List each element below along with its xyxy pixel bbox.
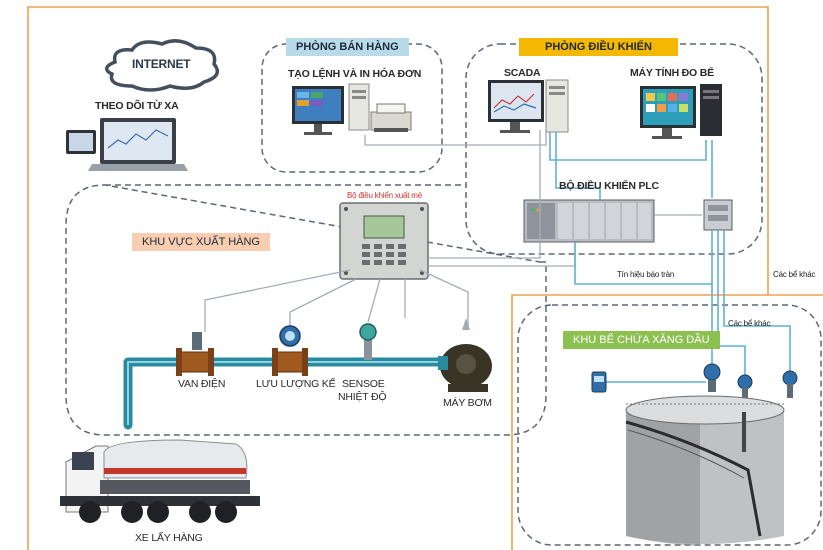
- tank-pc-tower-icon: [700, 84, 722, 136]
- pump-wire-arrow: [462, 318, 470, 330]
- tablet-icon: [66, 130, 96, 154]
- plc-rack-icon: [523, 199, 655, 243]
- tank-gauge-left-icon: [591, 371, 607, 393]
- sales-tower-icon: [348, 83, 370, 131]
- plc-label: BỘ ĐIỀU KHIỂN PLC: [559, 180, 659, 192]
- sales-station-label: TẠO LỆNH VÀ IN HÓA ĐƠN: [288, 68, 422, 80]
- sales-monitor-icon: [292, 86, 344, 135]
- printer-icon: [370, 103, 412, 132]
- pump-icon: [438, 344, 492, 392]
- pipe-highlight: [127, 361, 445, 425]
- flow-meter-icon: [272, 325, 308, 376]
- tank-area-banner: KHU BỂ CHỨA XĂNG DẦU: [563, 331, 720, 349]
- radar-gauge-icon: [703, 363, 721, 392]
- laptop-icon: [88, 118, 188, 171]
- tanker-truck-icon: [60, 439, 260, 523]
- overflow-switch-icon: [782, 370, 798, 398]
- sales-room-banner: PHÒNG BÁN HÀNG: [286, 38, 409, 56]
- internet-cloud-icon: [105, 39, 220, 92]
- tank-pc-label: MÁY TÍNH ĐO BỂ: [630, 67, 714, 79]
- orange-frame: [27, 6, 823, 550]
- valve-label: VAN ĐIỆN: [178, 378, 226, 390]
- flowmeter-label: LƯU LƯỢNG KẾ: [256, 378, 336, 390]
- internet-label: INTERNET: [132, 57, 191, 71]
- tank-pc-monitor-icon: [640, 86, 696, 139]
- storage-tank-icon: [625, 395, 785, 546]
- dispatch-area-region: [65, 184, 547, 436]
- tank-area-region: [517, 304, 822, 546]
- batch-controller-icon: [339, 202, 429, 280]
- pump-label: MÁY BƠM: [443, 397, 492, 409]
- scada-label: SCADA: [504, 67, 541, 79]
- sensor-label-line2: NHIỆT ĐỘ: [338, 391, 387, 403]
- overflow-signal-label: Tín hiệu báo tràn: [617, 270, 675, 279]
- junction-box-icon: [703, 199, 733, 231]
- dispatch-area-banner: KHU VỰC XUẤT HÀNG: [132, 233, 270, 251]
- truck-label: XE LẤY HÀNG: [135, 532, 203, 544]
- control-room-banner: PHÒNG ĐIỀU KHIỂN: [519, 38, 678, 56]
- other-tanks-label-2: Các bể khác: [728, 319, 771, 328]
- batch-controller-label: Bộ điều khiển xuất mẻ: [347, 191, 422, 200]
- other-tanks-label-1: Các bể khác: [773, 270, 816, 279]
- electric-valve-icon: [176, 332, 214, 376]
- scada-monitor-icon: [488, 80, 544, 133]
- scada-tower-icon: [545, 79, 569, 133]
- remote-monitoring-label: THEO DÕI TỪ XA: [95, 100, 179, 112]
- temperature-sensor-icon: [359, 323, 377, 360]
- sensor-label-line1: SENSOE: [342, 378, 385, 390]
- temp-transmitter-icon: [737, 374, 753, 402]
